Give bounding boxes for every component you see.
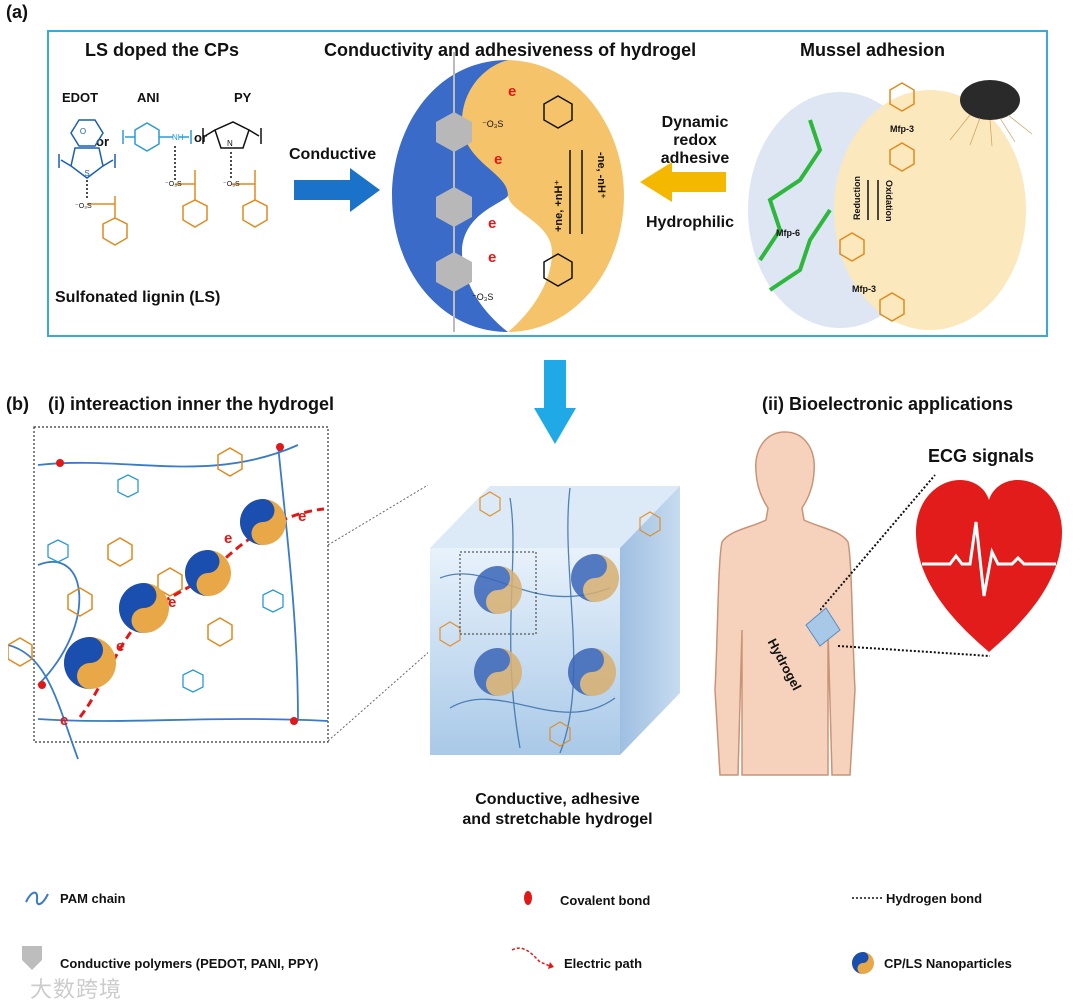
svg-text:e: e [488, 215, 496, 232]
cube-caption-line-2: and stretchable hydrogel [462, 811, 653, 828]
hydrophilic-label: Hydrophilic [646, 214, 735, 231]
py-label: PY [234, 90, 252, 105]
ecg-title: ECG signals [928, 446, 1035, 466]
svg-text:O: O [80, 127, 86, 136]
adhesive-text: adhesive [660, 150, 730, 167]
svg-text:S: S [84, 169, 89, 178]
human-figure [714, 431, 856, 776]
ls-caption: Sulfonated lignin (LS) [55, 289, 221, 306]
mussel-title: Mussel adhesion [800, 40, 946, 60]
svg-text:NH: NH [172, 133, 184, 142]
watermark: 大数跨境 [30, 977, 123, 1002]
svg-text:N: N [227, 139, 233, 148]
nanoparticle-icon [852, 952, 874, 974]
redox-arrow [640, 162, 726, 202]
interaction-title: (i) intereaction inner the hydrogel [48, 394, 335, 414]
bioelectronic-title: (ii) Bioelectronic applications [762, 394, 1014, 414]
cube-caption: Conductive, adhesive and stretchable hyd… [415, 790, 700, 830]
svg-text:e: e [116, 638, 124, 655]
svg-text:e: e [60, 712, 68, 729]
cube-caption-line-1: Conductive, adhesive [475, 791, 640, 808]
panel-b-label: (b) [6, 394, 29, 414]
electric-path-icon [511, 947, 554, 969]
svg-text:Mfp-3: Mfp-3 [890, 124, 914, 134]
dynamic-redox-text: Dynamic redox [661, 114, 729, 149]
conductive-arrow [294, 168, 380, 212]
down-arrow [534, 360, 576, 444]
hydrogen-bond-icon [852, 897, 882, 899]
svg-text:e: e [298, 508, 306, 525]
svg-text:⁻O₃S: ⁻O₃S [165, 181, 182, 188]
panel-a-frame [47, 30, 1048, 337]
svg-text:e: e [488, 249, 496, 266]
svg-text:-ne, -nH⁺: -ne, -nH⁺ [595, 152, 607, 199]
panel-a-label: (a) [6, 2, 28, 22]
legend-hbond: Hydrogen bond [886, 891, 983, 906]
svg-text:⁻O₃S: ⁻O₃S [223, 181, 240, 188]
conductive-polymer-icon [22, 946, 42, 970]
yin-yang-diagram: ⁻O₃S ⁻O₃S ee ee +ne, +nH⁺ -ne, -nH⁺ [392, 52, 624, 332]
conductive-arrow-label: Conductive [289, 146, 377, 163]
svg-text:e: e [508, 83, 516, 100]
svg-text:Reduction: Reduction [852, 176, 862, 220]
hydrogel-cube [430, 486, 680, 755]
nanoparticles-zoom [64, 499, 286, 689]
legend-pam: PAM chain [60, 891, 126, 906]
legend-cp: Conductive polymers (PEDOT, PANI, PPY) [60, 956, 319, 971]
ecg-heart [916, 480, 1062, 652]
cp-structures-diagram: O S NH N ⁻O₃S ⁻O₃S ⁻O₃S [58, 119, 268, 246]
mussel-adhesion-diagram: Reduction Oxidation Mfp-3 Mfp-6 Mfp-3 [748, 80, 1033, 330]
svg-text:Mfp-3: Mfp-3 [852, 284, 876, 294]
ls-units [87, 170, 268, 246]
svg-text:e: e [494, 151, 502, 168]
ani-structure [122, 122, 192, 152]
legend-np: CP/LS Nanoparticles [884, 956, 1012, 971]
dynamic-redox-label: Dynamic redox adhesive [640, 114, 750, 168]
svg-text:e: e [224, 530, 232, 547]
svg-text:e: e [168, 594, 176, 611]
conductivity-title: Conductivity and adhesiveness of hydroge… [324, 40, 697, 60]
pam-chain-icon [25, 891, 49, 906]
covalent-bond-icon [524, 891, 532, 905]
ani-label: ANI [137, 90, 160, 105]
svg-text:⁻O₃S: ⁻O₃S [472, 292, 493, 302]
edot-label: EDOT [62, 90, 99, 105]
svg-text:Mfp-6: Mfp-6 [776, 228, 800, 238]
svg-text:+ne, +nH⁺: +ne, +nH⁺ [553, 180, 565, 232]
svg-text:Oxidation: Oxidation [884, 180, 894, 222]
ls-doped-title: LS doped the CPs [85, 40, 240, 60]
py-structure [202, 121, 262, 149]
network-zoom-diagram: e e e e e [8, 426, 428, 760]
heart-connector-lines [820, 474, 991, 657]
edot-structure [58, 119, 116, 179]
svg-text:⁻O₃S: ⁻O₃S [482, 119, 503, 129]
svg-text:⁻O₃S: ⁻O₃S [75, 203, 92, 210]
legend-covalent: Covalent bond [560, 893, 651, 908]
legend-path: Electric path [564, 956, 643, 971]
